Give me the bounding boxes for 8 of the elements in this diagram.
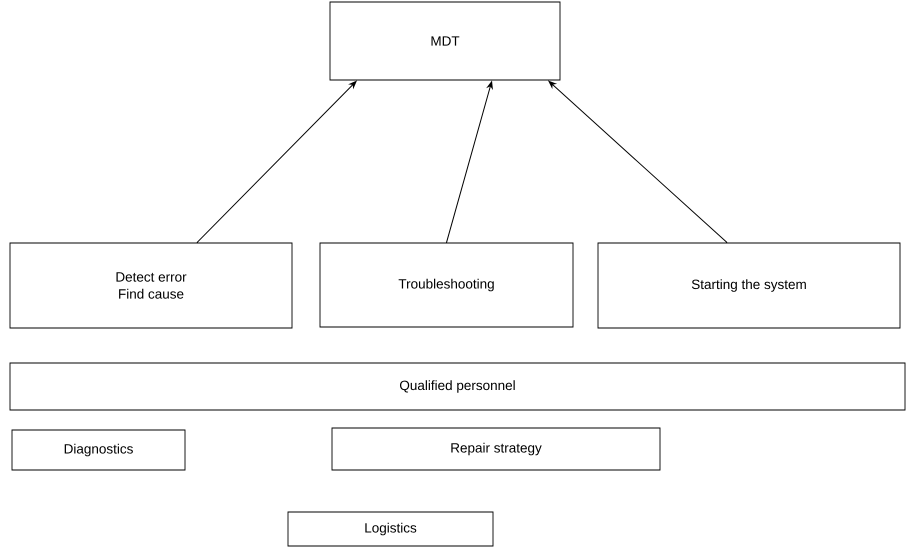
- process-box: Qualified personnel: [10, 362, 906, 410]
- process-box: Repair strategy: [332, 428, 660, 470]
- process-box: Logistics: [288, 512, 494, 546]
- process-box: Starting the system: [598, 242, 900, 328]
- process-box: MDT: [330, 2, 560, 80]
- process-box: Detect error Find cause: [10, 242, 292, 328]
- process-box: Diagnostics: [12, 430, 186, 470]
- process-box: Troubleshooting: [320, 242, 574, 328]
